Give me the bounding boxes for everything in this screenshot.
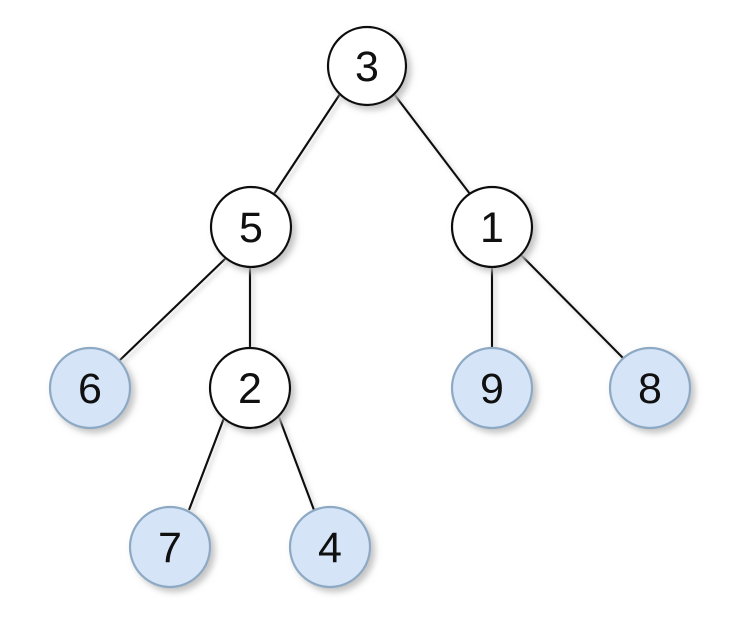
tree-node[interactable]: 4 [288, 505, 372, 589]
tree-node[interactable]: 3 [326, 25, 408, 107]
tree-node[interactable]: 7 [128, 505, 212, 589]
tree-node-circle[interactable] [209, 185, 293, 269]
tree-node-circle[interactable] [288, 505, 372, 589]
tree-node[interactable]: 8 [608, 346, 692, 430]
tree-node-circle[interactable] [450, 185, 534, 269]
tree-edges-group [119, 93, 624, 511]
tree-edge [187, 417, 226, 511]
tree-node[interactable]: 1 [450, 185, 534, 269]
tree-node[interactable]: 2 [208, 346, 292, 430]
tree-node-circle[interactable] [208, 346, 292, 430]
tree-edge [273, 93, 341, 195]
tree-edge [277, 416, 316, 511]
tree-edge [520, 254, 624, 359]
tree-node-circle[interactable] [128, 505, 212, 589]
tree-node[interactable]: 9 [450, 346, 534, 430]
tree-node-circle[interactable] [48, 346, 132, 430]
tree-node-circle[interactable] [450, 346, 534, 430]
tree-node-circle[interactable] [326, 25, 408, 107]
tree-edge [119, 257, 227, 361]
tree-node[interactable]: 5 [209, 185, 293, 269]
tree-node[interactable]: 6 [48, 346, 132, 430]
tree-node-circle[interactable] [608, 346, 692, 430]
tree-edge [393, 93, 471, 195]
